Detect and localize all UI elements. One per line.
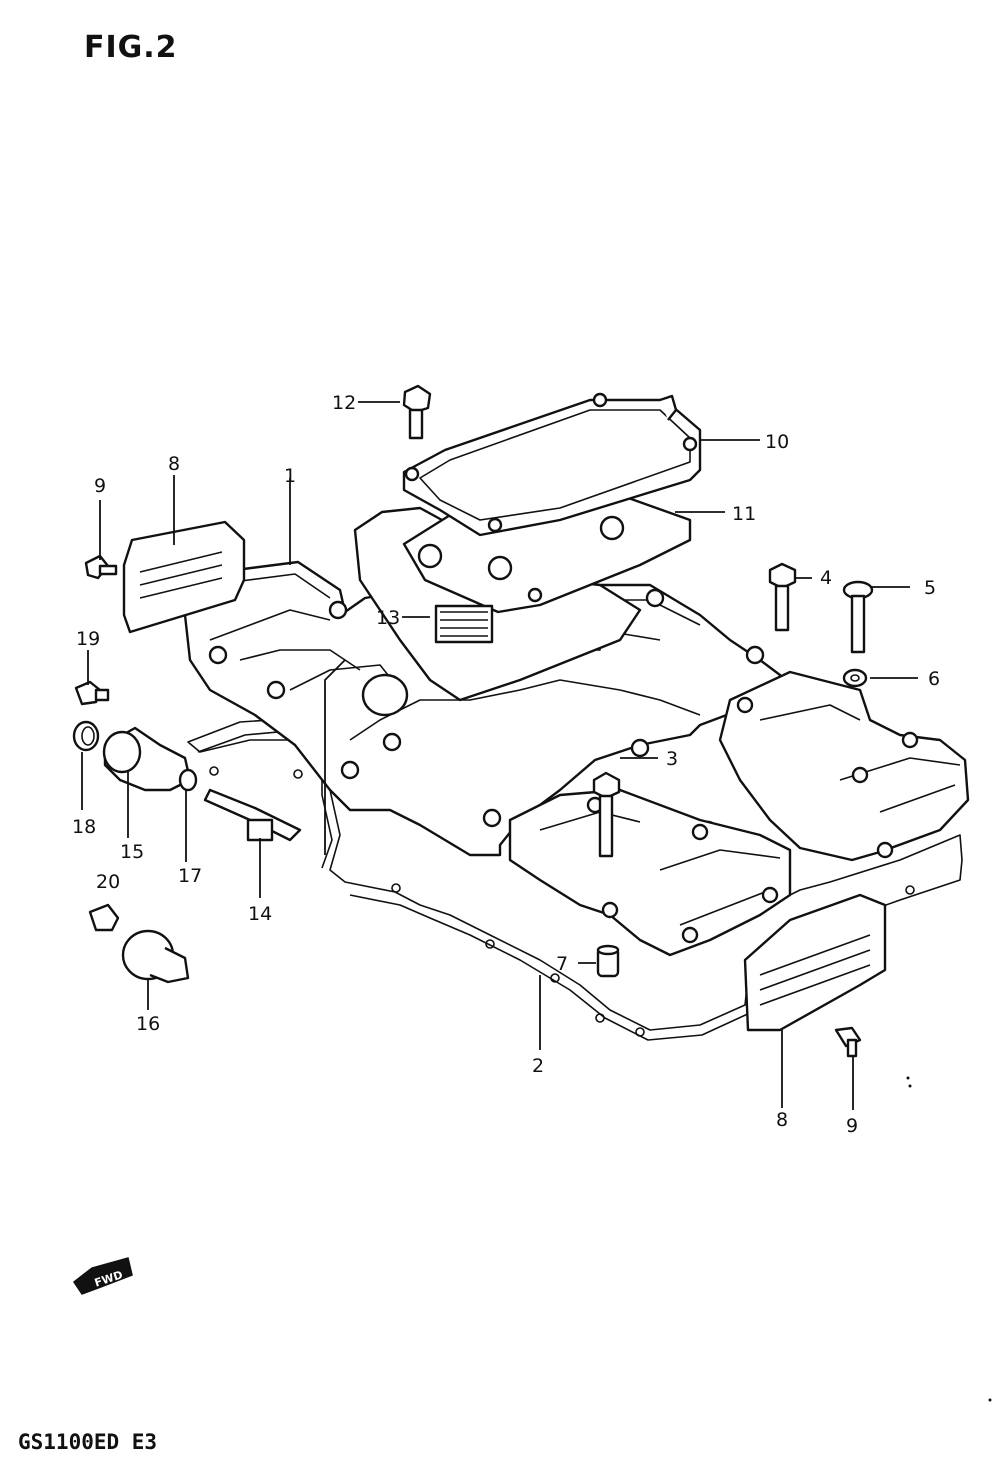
oil-strainer (434, 604, 494, 644)
callout-4: 4 (820, 567, 832, 589)
oil-pan-body (180, 560, 970, 957)
end-cover-right (743, 893, 887, 1032)
bolt-12 (402, 384, 432, 440)
callout-7: 7 (556, 953, 568, 975)
callout-9-upper: 9 (94, 475, 106, 497)
callout-18: 18 (72, 816, 96, 838)
callout-20: 20 (96, 871, 120, 893)
figure-title: FIG.2 (84, 30, 178, 65)
callout-9-lower: 9 (846, 1115, 858, 1137)
bolt-3 (592, 771, 621, 858)
callout-12: 12 (332, 392, 356, 414)
callout-11: 11 (732, 503, 756, 525)
callout-6: 6 (928, 668, 940, 690)
model-code: GS1100ED E3 (18, 1430, 158, 1454)
screw-9-lower (834, 1026, 862, 1058)
screw-9-upper (84, 554, 118, 580)
plug-15 (102, 726, 192, 792)
callout-19: 19 (76, 628, 100, 650)
callout-2: 2 (532, 1055, 544, 1077)
bolt-5 (842, 580, 874, 654)
callout-14: 14 (248, 903, 272, 925)
end-cover-left (122, 520, 246, 634)
callout-16: 16 (136, 1013, 160, 1035)
oring-18 (72, 720, 100, 752)
oring-17 (178, 768, 198, 792)
callout-1: 1 (284, 465, 296, 487)
bolt-4 (768, 562, 797, 632)
callout-17: 17 (178, 865, 202, 887)
scan-specks (906, 1076, 992, 1402)
pipe-14 (203, 788, 302, 842)
callout-13: 13 (376, 607, 400, 629)
callout-10: 10 (765, 431, 789, 453)
leader-lines (81, 401, 918, 1110)
plug-16 (121, 929, 190, 984)
callout-5: 5 (924, 577, 936, 599)
washer-6 (842, 668, 868, 688)
bolt-19 (74, 680, 110, 706)
filter-cover (402, 392, 702, 537)
callout-8-upper: 8 (168, 453, 180, 475)
callout-8-lower: 8 (776, 1109, 788, 1131)
dowel-7 (596, 944, 620, 978)
cap-20 (88, 903, 120, 932)
forward-direction-icon: FWD (72, 1257, 133, 1295)
callout-3: 3 (666, 748, 678, 770)
callout-15: 15 (120, 841, 144, 863)
callout-labels: 12 10 8 1 9 11 4 5 13 19 6 3 18 15 17 20… (72, 392, 940, 1137)
